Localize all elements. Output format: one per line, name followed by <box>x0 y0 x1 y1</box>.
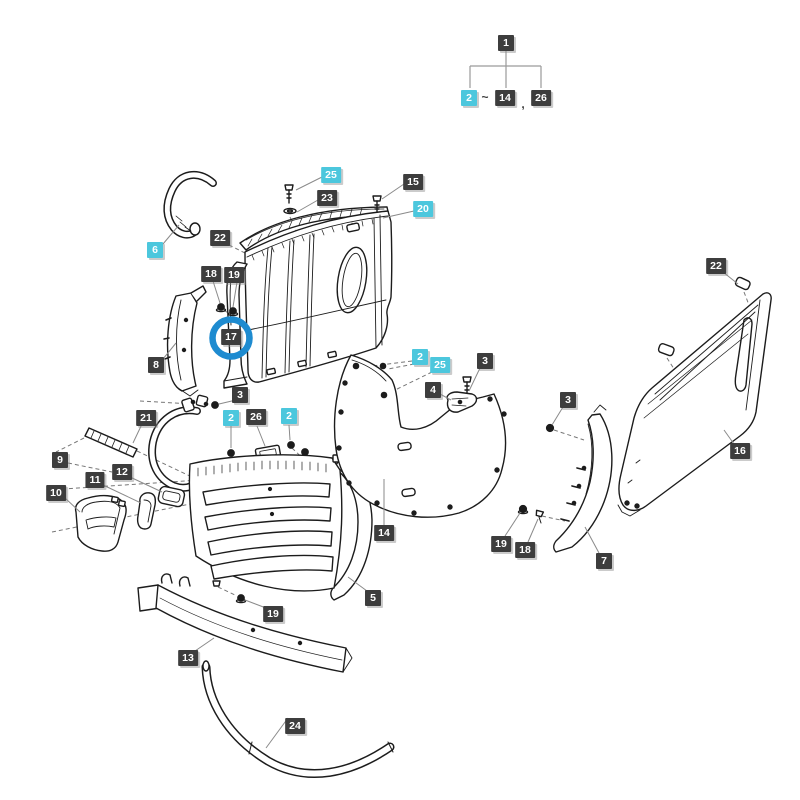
part-label-5[interactable]: 5 <box>365 590 381 606</box>
part-label-10[interactable]: 10 <box>46 485 66 501</box>
tree-connector-lines <box>469 51 542 88</box>
part-7-trim-drawing <box>553 404 613 553</box>
part-label-19[interactable]: 19 <box>224 267 244 283</box>
part-label-3[interactable]: 3 <box>560 392 576 408</box>
part-6-hose-drawing <box>163 171 217 239</box>
part-label-6[interactable]: 6 <box>147 242 163 258</box>
grille-drawing <box>188 454 373 601</box>
highlight-ring <box>209 316 253 360</box>
part-label-22[interactable]: 22 <box>706 258 726 274</box>
part-label-12[interactable]: 12 <box>112 464 132 480</box>
part-label-25[interactable]: 25 <box>321 167 341 183</box>
part-label-19[interactable]: 19 <box>263 606 283 622</box>
fastener-3-right <box>545 423 555 433</box>
front-panel-drawing <box>244 210 393 383</box>
part-label-23[interactable]: 23 <box>317 190 337 206</box>
part-14-shield-drawing <box>333 354 507 518</box>
bolt-3-bracket-4-drawing <box>446 376 478 413</box>
part-label-16[interactable]: 16 <box>730 443 750 459</box>
part-24-trim-drawing <box>201 660 395 778</box>
nut-18-19-right-drawing <box>517 504 545 524</box>
part-label-26[interactable]: 26 <box>246 409 266 425</box>
part-label-15[interactable]: 15 <box>403 174 423 190</box>
part-label-19[interactable]: 19 <box>491 536 511 552</box>
part-8-bracket-drawing <box>163 285 207 397</box>
screw-23-25-drawing <box>283 184 297 215</box>
part-label-20[interactable]: 20 <box>413 201 433 217</box>
part-label-2[interactable]: 2 <box>412 349 428 365</box>
nut-18-19-left-drawing <box>215 303 239 317</box>
part-label-21[interactable]: 21 <box>136 410 156 426</box>
part-label-25[interactable]: 25 <box>430 357 450 373</box>
part-label-3[interactable]: 3 <box>232 387 248 403</box>
part-label-24[interactable]: 24 <box>285 718 305 734</box>
part-label-13[interactable]: 13 <box>178 650 198 666</box>
part-label-14[interactable]: 14 <box>495 90 515 106</box>
part-label-11[interactable]: 11 <box>85 472 105 488</box>
part-label-1[interactable]: 1 <box>498 35 514 51</box>
tilde-separator: ~ <box>481 90 489 104</box>
part-label-8[interactable]: 8 <box>148 357 164 373</box>
part-label-26[interactable]: 26 <box>531 90 551 106</box>
part-label-2[interactable]: 2 <box>223 410 239 426</box>
part-16-side-panel-drawing <box>617 276 772 517</box>
part-label-9[interactable]: 9 <box>52 452 68 468</box>
part-label-4[interactable]: 4 <box>425 382 441 398</box>
part-21-strip-drawing <box>84 427 138 458</box>
part-label-18[interactable]: 18 <box>201 266 221 282</box>
fastener-3-left <box>211 401 219 409</box>
part-label-22[interactable]: 22 <box>210 230 230 246</box>
headlamp-assembly-drawing <box>74 485 186 552</box>
part-label-17[interactable]: 17 <box>221 329 241 345</box>
part-label-14[interactable]: 14 <box>374 525 394 541</box>
comma-separator: , <box>521 97 525 111</box>
part-13-bumper-drawing <box>137 573 353 673</box>
part-label-3[interactable]: 3 <box>477 353 493 369</box>
part-label-2[interactable]: 2 <box>461 90 477 106</box>
part-label-2[interactable]: 2 <box>281 408 297 424</box>
part-label-18[interactable]: 18 <box>515 542 535 558</box>
part-label-7[interactable]: 7 <box>596 553 612 569</box>
fastener-19-bottom-drawing <box>212 580 247 604</box>
leader-lines <box>64 176 739 749</box>
